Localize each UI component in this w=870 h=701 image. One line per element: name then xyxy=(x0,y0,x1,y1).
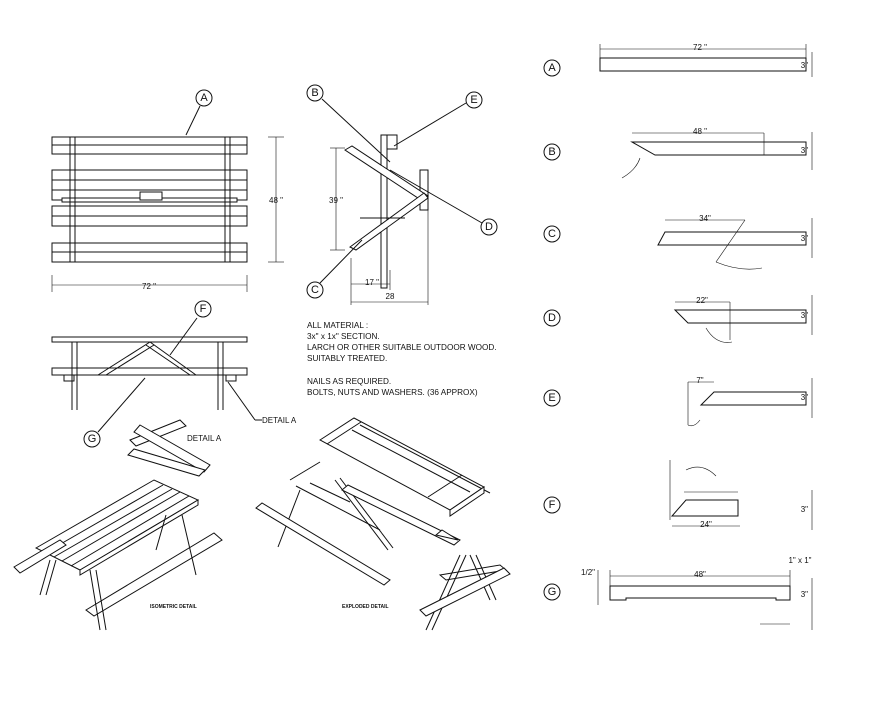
callout-g: G xyxy=(88,433,97,445)
part-g-left-dim: 1/2" xyxy=(581,568,595,577)
part-d-thickness: 3" xyxy=(801,311,808,320)
callout-b: B xyxy=(311,87,318,99)
callout-f: F xyxy=(200,303,207,315)
part-g-label: G xyxy=(548,586,557,598)
side-view: 39 " 17 " 28 B E D C xyxy=(306,84,498,305)
part-a-length: 72 " xyxy=(693,43,707,52)
part-a: A 72 " 3" xyxy=(543,43,813,77)
part-b-length: 48 " xyxy=(693,127,707,136)
part-c-label: C xyxy=(548,228,556,240)
note-line-2: 3x" x 1x" SECTION. xyxy=(307,332,380,341)
front-view: F G DETAIL A xyxy=(51,300,297,448)
part-b: B 48 " 3" xyxy=(543,127,813,179)
part-c-length: 34" xyxy=(699,214,711,223)
callout-e: E xyxy=(470,94,477,106)
part-e-length: 7" xyxy=(696,376,703,385)
part-e: E 7" 3" xyxy=(543,376,813,427)
callout-c: C xyxy=(311,284,319,296)
part-a-label: A xyxy=(548,62,556,74)
part-a-thickness: 3" xyxy=(801,61,808,70)
detail-a-label: DETAIL A xyxy=(187,434,222,443)
note-line-5: NAILS AS REQUIRED. xyxy=(307,377,391,386)
part-e-label: E xyxy=(548,392,555,404)
width-dimension: 72 " xyxy=(142,282,156,291)
part-f-label: F xyxy=(549,499,556,511)
part-b-label: B xyxy=(548,146,555,158)
height-dimension: 39 " xyxy=(329,196,343,205)
part-g-right-dim: 1" x 1" xyxy=(788,556,811,565)
callout-d: D xyxy=(485,221,493,233)
part-f-length: 24" xyxy=(700,520,712,529)
bottom-dimension-2: 28 xyxy=(386,292,395,301)
depth-dimension: 48 " xyxy=(269,196,283,205)
part-f-thickness: 3" xyxy=(801,505,808,514)
detail-a: DETAIL A xyxy=(127,419,222,477)
bottom-dimension-1: 17 " xyxy=(365,278,379,287)
exploded-caption: EXPLODED DETAIL xyxy=(342,604,389,610)
part-d: D 22" 3" xyxy=(543,295,813,343)
part-b-thickness: 3" xyxy=(801,146,808,155)
exploded-view: EXPLODED DETAIL xyxy=(255,417,511,631)
isometric-caption: ISOMETRIC DETAIL xyxy=(150,604,197,610)
note-line-3: LARCH OR OTHER SUITABLE OUTDOOR WOOD. xyxy=(307,343,497,352)
note-line-4: SUITABLY TREATED. xyxy=(307,354,387,363)
part-g: G 48" 1/2" 1" x 1" 3" xyxy=(543,556,813,630)
part-f: F 24" 3" xyxy=(543,460,813,530)
note-line-6: BOLTS, NUTS AND WASHERS. (36 APPROX) xyxy=(307,388,478,397)
detail-a-callout: DETAIL A xyxy=(262,416,297,425)
part-g-length: 48" xyxy=(694,570,706,579)
part-c: C 34" 3" xyxy=(543,214,813,270)
part-d-label: D xyxy=(548,312,556,324)
callout-a: A xyxy=(200,92,208,104)
isometric-view: ISOMETRIC DETAIL xyxy=(13,479,223,631)
material-notes: ALL MATERIAL : 3x" x 1x" SECTION. LARCH … xyxy=(307,321,497,397)
part-d-length: 22" xyxy=(696,296,708,305)
part-g-thickness: 3" xyxy=(801,590,808,599)
note-line-1: ALL MATERIAL : xyxy=(307,321,368,330)
top-view: 72 " 48 " A xyxy=(51,89,284,292)
part-c-thickness: 3" xyxy=(801,234,808,243)
part-e-thickness: 3" xyxy=(801,393,808,402)
